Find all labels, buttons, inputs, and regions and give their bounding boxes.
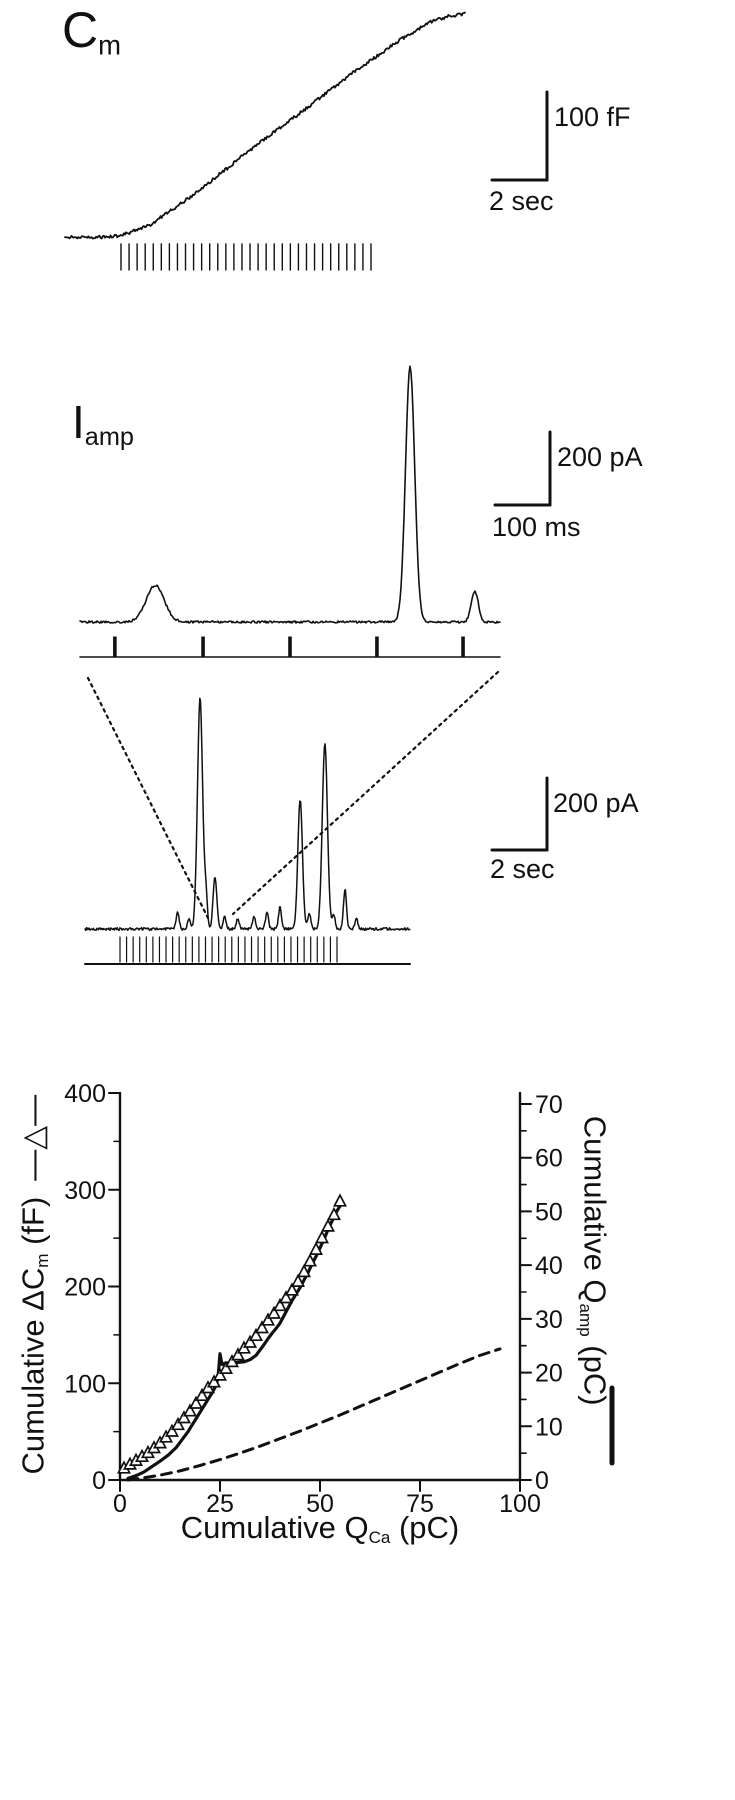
right-tick-label: 10 xyxy=(535,1413,563,1441)
iamp-compressed-scalebar-time-label: 2 sec xyxy=(490,854,555,884)
right-y-axis-label: Cumulative Qamp (pC) xyxy=(575,1051,613,1471)
series-dashed-line xyxy=(126,1347,502,1482)
iamp-compressed-scale-bar xyxy=(490,776,549,852)
triangle-marker xyxy=(314,1230,330,1244)
left-tick-label: 200 xyxy=(64,1274,106,1302)
iamp-compressed-stimulus xyxy=(84,936,411,965)
left-y-axis-label-pre: Cumulative ΔC xyxy=(15,1267,51,1475)
series-triangles xyxy=(116,1193,348,1474)
triangle-marker xyxy=(248,1327,264,1342)
x-axis-label: Cumulative QCa (pC) xyxy=(120,1510,520,1547)
right-tick-label: 40 xyxy=(535,1252,563,1280)
iamp-compressed-scalebar-amplitude-label: 200 pA xyxy=(553,788,639,818)
triangle-marker xyxy=(308,1241,324,1255)
right-y-axis-label-pre: Cumulative Q xyxy=(577,1115,613,1304)
iamp-expanded-scalebar-time-label: 100 ms xyxy=(492,512,581,542)
iamp-expanded-scale-bar xyxy=(493,430,552,507)
x-tick-label: 100 xyxy=(499,1490,541,1518)
x-tick-label: 50 xyxy=(306,1490,334,1518)
stimulus-pulse-tick xyxy=(288,636,292,657)
right-tick-label: 50 xyxy=(535,1198,563,1226)
triangle-marker xyxy=(290,1273,306,1287)
stimulus-pulse-tick xyxy=(113,636,117,657)
triangle-marker xyxy=(170,1416,186,1431)
cm-trace-label-sub: m xyxy=(98,29,122,61)
iamp-expanded-scalebar-amplitude-label: 200 pA xyxy=(557,442,643,472)
right-tick-label: 0 xyxy=(535,1467,549,1495)
iamp-compressed-trace xyxy=(84,697,411,932)
cm-scalebar-time-label: 2 sec xyxy=(489,186,554,216)
left-y-axis-label-post: (fF) xyxy=(15,1196,51,1254)
iamp-trace-label: Iamp xyxy=(72,396,134,452)
triangle-marker xyxy=(212,1367,228,1381)
triangle-marker xyxy=(224,1353,240,1368)
triangle-marker xyxy=(272,1297,288,1312)
cm-trace xyxy=(64,11,466,240)
x-axis-label-pre: Cumulative Q xyxy=(180,1510,369,1545)
cm-scale-bar xyxy=(490,90,549,182)
cm-trace-label-main: C xyxy=(62,2,99,58)
triangle-marker xyxy=(254,1320,270,1334)
zoom-dotted-line-left xyxy=(86,676,210,920)
triangle-marker xyxy=(176,1410,192,1424)
left-tick-label: 100 xyxy=(64,1370,106,1398)
triangle-marker xyxy=(218,1360,234,1374)
right-y-axis-label-sub: amp xyxy=(575,1303,595,1337)
right-tick-label: 70 xyxy=(535,1091,563,1119)
triangle-marker xyxy=(266,1305,282,1319)
left-tick-label: 300 xyxy=(64,1177,106,1205)
cm-trace-label: Cm xyxy=(62,2,121,61)
x-axis-label-sub: Ca xyxy=(368,1527,391,1547)
iamp-expanded-trace xyxy=(79,365,501,624)
left-tick-label: 0 xyxy=(92,1467,106,1495)
cm-scalebar-amplitude-label: 100 fF xyxy=(554,102,631,132)
left-y-axis-label: Cumulative ΔCm (fF) —△— xyxy=(15,1075,52,1495)
stimulus-pulse-tick xyxy=(375,636,379,657)
x-tick-label: 75 xyxy=(406,1490,434,1518)
triangle-marker xyxy=(260,1312,276,1326)
stimulus-pulse-tick xyxy=(201,636,205,657)
stimulus-pulse-tick xyxy=(461,636,465,657)
right-tick-label: 20 xyxy=(535,1360,563,1388)
cm-stimulus-train xyxy=(120,243,372,271)
left-y-axis-label-sub: m xyxy=(33,1253,53,1268)
iamp-trace-label-sub: amp xyxy=(84,423,134,452)
x-axis-label-post: (pC) xyxy=(390,1510,460,1545)
zoom-dotted-line-right xyxy=(231,670,500,916)
triangle-marker xyxy=(206,1374,222,1388)
triangle-marker xyxy=(320,1218,336,1232)
right-tick-label: 30 xyxy=(535,1306,563,1334)
x-tick-label: 0 xyxy=(113,1490,127,1518)
triangle-marker xyxy=(296,1263,312,1278)
left-tick-label: 400 xyxy=(64,1080,106,1108)
triangle-marker xyxy=(164,1423,180,1437)
triangle-marker xyxy=(188,1395,204,1409)
series-solid-line xyxy=(126,1204,342,1480)
right-tick-label: 60 xyxy=(535,1145,563,1173)
triangle-marker xyxy=(332,1193,348,1207)
triangle-marker xyxy=(278,1290,294,1304)
x-tick-label: 25 xyxy=(206,1490,234,1518)
right-y-axis-label-post: (pC) xyxy=(577,1336,613,1406)
iamp-expanded-stimulus xyxy=(79,636,501,658)
triangle-marker xyxy=(230,1347,246,1361)
triangle-marker xyxy=(182,1403,198,1417)
iamp-trace-label-main: I xyxy=(72,396,85,448)
triangle-marker xyxy=(284,1282,300,1296)
triangle-marker xyxy=(326,1206,342,1221)
triangle-marker xyxy=(302,1253,318,1267)
triangle-series-legend: —△— xyxy=(15,1094,51,1181)
triangle-marker xyxy=(194,1387,210,1402)
triangle-marker xyxy=(242,1334,258,1348)
